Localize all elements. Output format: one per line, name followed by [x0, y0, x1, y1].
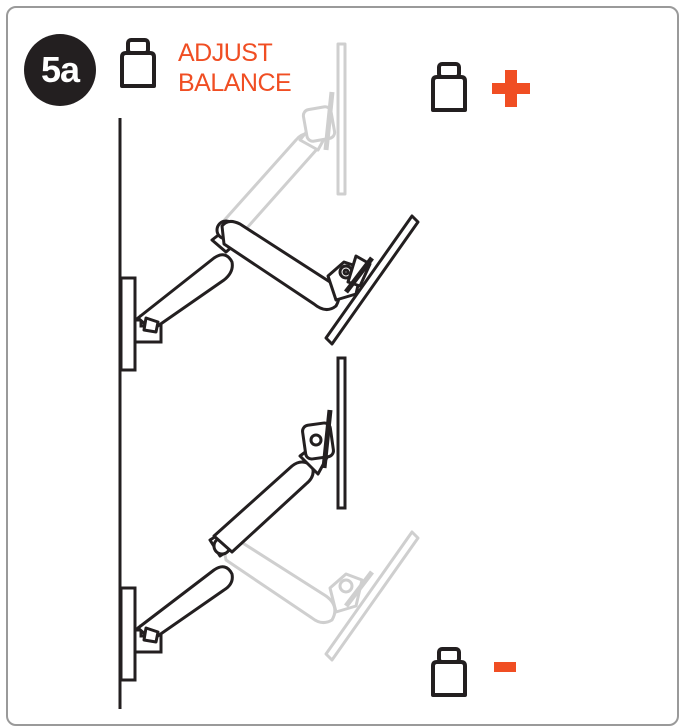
upper-arm — [220, 219, 374, 311]
ghost-arm-lowered — [220, 530, 420, 662]
lower-arm — [136, 528, 238, 644]
monitor-tilted — [324, 214, 420, 346]
upper-arm — [212, 409, 335, 554]
monitor-upright — [336, 356, 347, 510]
step-number: 5a — [40, 49, 80, 90]
title-line-1: ADJUST — [178, 39, 273, 67]
step-badge: 5a — [24, 34, 96, 106]
weight-icon — [431, 647, 467, 697]
minus-icon — [494, 662, 516, 672]
monitor-arm-diagram — [118, 38, 530, 709]
step-title: ADJUST BALANCE — [178, 38, 292, 98]
weight-icon — [120, 38, 156, 88]
weight-icon — [431, 62, 467, 112]
plus-icon — [492, 70, 530, 107]
ghost-arm-raised — [218, 42, 347, 240]
title-line-2: BALANCE — [178, 69, 292, 97]
